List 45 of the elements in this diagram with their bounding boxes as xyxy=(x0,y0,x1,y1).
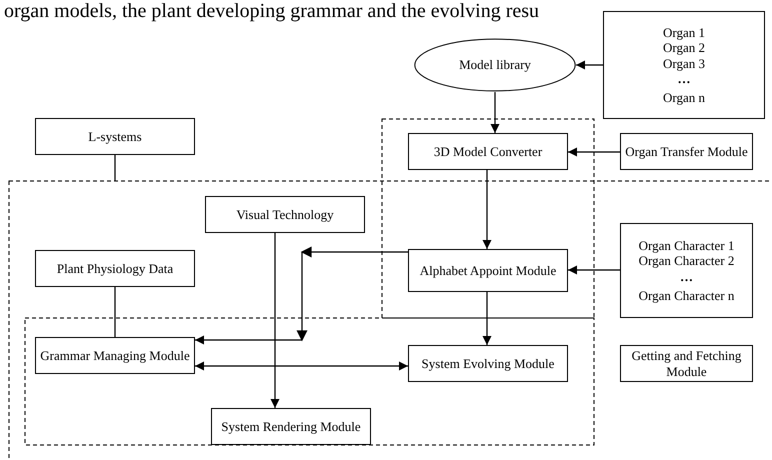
ellipsis-text: … xyxy=(680,269,693,285)
library-ellipse xyxy=(414,38,576,92)
node-text: Plant Physiology Data xyxy=(56,260,174,276)
module-box xyxy=(620,223,753,318)
arrow xyxy=(568,266,620,274)
arrow xyxy=(490,92,500,133)
connector-line xyxy=(114,155,116,181)
arrow xyxy=(195,362,408,370)
caption-text: organ models, the plant developing grammar and the evolving resu xyxy=(4,0,540,23)
node-text: System Evolving Module xyxy=(422,356,554,372)
node-text: Organ Character 2 xyxy=(638,253,734,269)
node-text: Grammar Managing Module xyxy=(40,348,190,364)
module-box xyxy=(408,345,568,382)
node-text: L-systems xyxy=(88,128,142,144)
node-text: Organ 2 xyxy=(662,40,705,56)
module-box xyxy=(620,345,753,382)
node-text: 3D Model Converter xyxy=(434,144,542,160)
module-box xyxy=(35,337,195,374)
module-box xyxy=(620,133,753,170)
node-text: Organ 3 xyxy=(662,56,705,72)
module-box xyxy=(35,118,195,155)
arrow xyxy=(194,246,409,344)
node-text: Organ Character 1 xyxy=(638,238,734,254)
node-text: Getting and Fetching Module xyxy=(630,348,742,380)
arrow xyxy=(270,233,280,408)
node-text: Alphabet Appoint Module xyxy=(420,262,556,278)
module-box xyxy=(603,11,765,119)
node-text: System Rendering Module xyxy=(221,418,361,434)
module-box xyxy=(35,250,195,287)
arrow xyxy=(482,292,492,345)
connector-line xyxy=(114,287,116,337)
module-box xyxy=(205,196,365,233)
node-text: Organ n xyxy=(662,90,705,106)
arrow xyxy=(568,148,620,156)
module-box xyxy=(408,133,568,170)
node-text: Visual Technology xyxy=(236,206,334,222)
node-text: Organ Character n xyxy=(638,288,734,304)
node-text: Model library xyxy=(459,57,531,73)
module-box xyxy=(408,249,568,292)
ellipsis-text: … xyxy=(678,71,690,87)
arrow xyxy=(482,170,492,249)
arrow xyxy=(576,60,603,70)
node-text: Organ 1 xyxy=(662,24,705,40)
module-box xyxy=(211,408,371,445)
node-text: Organ Transfer Module xyxy=(625,144,748,160)
